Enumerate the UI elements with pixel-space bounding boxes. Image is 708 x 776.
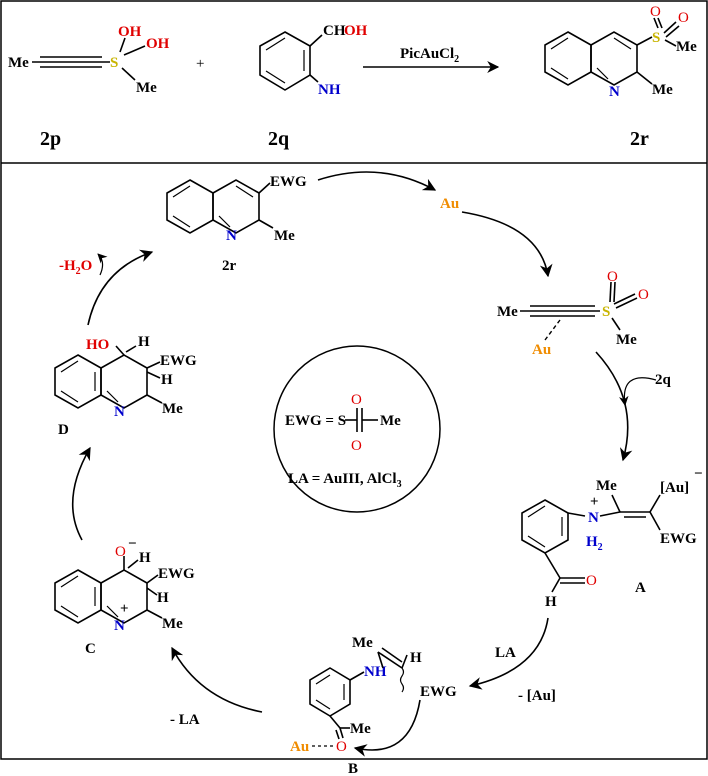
svg-text:−: −: [694, 466, 703, 482]
svg-text:EWG: EWG: [270, 174, 307, 190]
svg-text:2r: 2r: [630, 128, 649, 150]
svg-text:N: N: [588, 510, 599, 526]
outer-frame: [0, 0, 708, 760]
step-minus-LA: - LA: [170, 712, 200, 728]
svg-text:Me: Me: [652, 82, 673, 98]
svg-text:N: N: [114, 618, 125, 634]
svg-text:2p: 2p: [40, 128, 61, 150]
alkyne-gold-complex: Me S O O Me Au: [497, 269, 649, 358]
svg-text:N: N: [226, 228, 237, 244]
au-catalyst: Au: [440, 196, 459, 212]
step-LA: LA: [495, 645, 516, 661]
svg-text:EWG: EWG: [160, 353, 197, 369]
svg-text:O: O: [607, 269, 618, 285]
svg-text:O: O: [678, 10, 689, 26]
svg-text:OH: OH: [146, 36, 170, 52]
svg-text:H: H: [138, 334, 150, 350]
svg-text:Me: Me: [274, 228, 295, 244]
svg-text:OH: OH: [344, 23, 368, 39]
svg-text:EWG: EWG: [660, 531, 697, 547]
cycle-product-2r: EWG N Me 2r: [166, 174, 307, 274]
svg-text:H: H: [139, 550, 151, 566]
svg-text:O: O: [351, 392, 362, 408]
svg-text:HO: HO: [86, 337, 109, 353]
cycle-arrow-2: [461, 211, 553, 278]
svg-text:B: B: [348, 761, 358, 776]
svg-text:−: −: [128, 536, 137, 552]
svg-text:Me: Me: [352, 635, 373, 651]
step-minus-Au: - [Au]: [518, 688, 556, 704]
svg-text:EWG: EWG: [420, 684, 457, 700]
svg-text:2r: 2r: [222, 258, 237, 274]
svg-text:Me: Me: [596, 478, 617, 494]
svg-text:O: O: [115, 544, 126, 560]
svg-text:O: O: [336, 739, 347, 755]
svg-text:H: H: [161, 372, 173, 388]
legend-circle: EWG = S O O Me LA = AuIII, AlCl3: [273, 345, 441, 513]
svg-text:NH: NH: [318, 82, 341, 98]
svg-text:EWG = S: EWG = S: [285, 413, 346, 429]
reactant-2p: Me S OH OH Me 2p: [8, 24, 170, 150]
svg-text:Me: Me: [380, 413, 401, 429]
svg-text:+: +: [120, 601, 129, 617]
reactant-2q: CH OH NH 2q: [259, 23, 368, 150]
reaction-arrow-top: PicAuCl2: [363, 46, 500, 73]
svg-text:O: O: [586, 573, 597, 589]
intermediate-B: NH Me H EWG Me O Au B: [290, 635, 457, 776]
step-water-loss: -H2O: [59, 258, 92, 277]
svg-text:S: S: [110, 55, 118, 71]
cycle-arrow-4: [468, 617, 549, 690]
intermediate-D: HO H EWG H N Me D: [54, 334, 197, 438]
svg-text:EWG: EWG: [158, 566, 195, 582]
svg-text:H: H: [545, 594, 557, 610]
cycle-arrow-6: [71, 446, 91, 541]
svg-text:[Au]: [Au]: [660, 480, 689, 496]
svg-text:LA = AuIII, AlCl3: LA = AuIII, AlCl3: [288, 471, 402, 490]
svg-text:Me: Me: [350, 721, 371, 737]
svg-text:O: O: [650, 4, 661, 20]
cycle-arrow-7: [87, 249, 154, 326]
svg-text:H: H: [157, 590, 169, 606]
cycle-arrow-1: [317, 171, 437, 191]
svg-text:N: N: [114, 404, 125, 420]
intermediate-A: + N H2 Me [Au] − EWG O H A: [521, 466, 703, 610]
svg-text:S: S: [652, 30, 660, 46]
svg-text:O: O: [351, 438, 362, 454]
svg-text:N: N: [609, 84, 620, 100]
svg-text:Au: Au: [290, 739, 309, 755]
svg-text:Me: Me: [8, 55, 29, 71]
cycle-arrow-3: [595, 351, 633, 462]
svg-text:Me: Me: [136, 80, 157, 96]
svg-text:2q: 2q: [268, 128, 289, 150]
svg-text:PicAuCl2: PicAuCl2: [400, 46, 459, 65]
svg-text:H: H: [410, 650, 422, 666]
svg-text:O: O: [638, 287, 649, 303]
svg-text:CH: CH: [323, 23, 346, 39]
reagent-2q: 2q: [655, 372, 672, 388]
svg-text:OH: OH: [118, 24, 142, 40]
cycle-arrow-5: [171, 646, 263, 713]
svg-text:Me: Me: [616, 332, 637, 348]
svg-text:NH: NH: [364, 664, 387, 680]
intermediate-C: O − H EWG H + N Me C: [54, 536, 195, 657]
svg-text:H2: H2: [586, 534, 603, 553]
svg-text:Me: Me: [162, 616, 183, 632]
svg-text:Au: Au: [532, 342, 551, 358]
svg-text:Me: Me: [676, 39, 697, 55]
svg-text:C: C: [85, 641, 96, 657]
svg-text:A: A: [635, 580, 646, 596]
product-2r-top: S O O Me N Me 2r: [544, 4, 697, 150]
water-loss-arrow: [97, 253, 108, 276]
svg-text:Me: Me: [497, 304, 518, 320]
svg-text:S: S: [602, 304, 610, 320]
svg-text:+: +: [590, 494, 599, 510]
svg-text:Me: Me: [162, 401, 183, 417]
svg-text:D: D: [58, 422, 69, 438]
plus-sign: +: [196, 56, 204, 72]
reagent-2q-arrow: [619, 377, 657, 406]
